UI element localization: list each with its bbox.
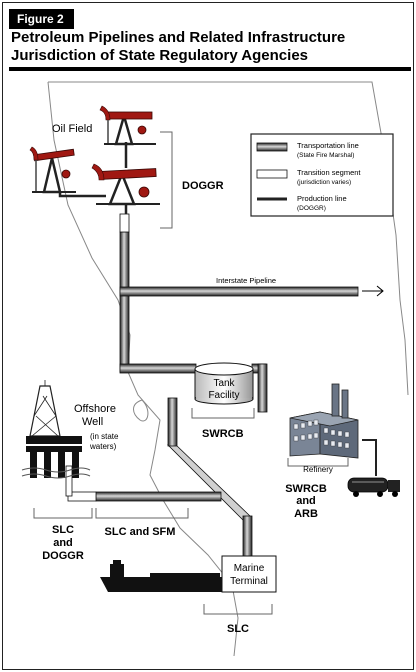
- refinery-agency-line-1: SWRCB: [285, 483, 327, 495]
- legend-transition-sub: (jurisdiction varies): [297, 179, 351, 186]
- figure-label: Figure 2: [9, 9, 74, 29]
- refinery-bracket: [287, 458, 349, 467]
- legend-transportation-swatch: [256, 142, 288, 152]
- production-lines: [58, 142, 128, 214]
- interstate-arrow: [362, 285, 384, 297]
- tank-label-line-2: Facility: [208, 390, 239, 401]
- doggr-bracket: [160, 131, 173, 229]
- pipeline-terminal-down: [242, 515, 253, 557]
- pipeline-to-tank: [119, 363, 197, 374]
- offshore-label-line-1: Offshore: [74, 403, 116, 415]
- legend-box: Transportation line (State Fire Marshal)…: [250, 133, 394, 217]
- state-boundary-line: [48, 81, 409, 396]
- tank-facility: Tank Facility: [194, 362, 254, 405]
- slc-doggr-line-2: and: [53, 537, 73, 549]
- pipeline-interstate: [119, 286, 359, 297]
- offshore-platform: [21, 380, 91, 479]
- oil-field-label: Oil Field: [52, 123, 92, 135]
- transition-offshore-vertical: [65, 465, 73, 497]
- slc-bracket: [203, 604, 273, 615]
- legend-production-sub: (DOGGR): [297, 205, 326, 212]
- pump-jack-bottom: [91, 163, 160, 206]
- marine-terminal-line-2: Terminal: [230, 576, 268, 587]
- slc-doggr-line-1: SLC: [52, 524, 74, 536]
- tank-swrcb-label: SWRCB: [202, 428, 244, 440]
- refinery-label: Refinery: [303, 465, 333, 474]
- offshore-note-line-1: (in state: [90, 432, 119, 441]
- marine-terminal-box: [221, 555, 277, 593]
- pipeline-oilfield-down: [119, 231, 130, 373]
- transition-offshore: [67, 491, 97, 502]
- refinery-building: [289, 383, 359, 459]
- pipeline-tank-down: [167, 397, 178, 447]
- legend-transportation-label: Transportation line: [297, 141, 359, 150]
- pipeline-offshore: [95, 491, 222, 502]
- tank-label-line-1: Tank: [213, 378, 235, 389]
- interstate-pipeline-label: Interstate Pipeline: [216, 276, 276, 285]
- legend-transition-label: Transition segment: [297, 168, 361, 177]
- pump-jack-top: [99, 105, 156, 146]
- offshore-label-line-2: Well: [82, 416, 103, 428]
- slc-sfm-label: SLC and SFM: [105, 526, 176, 538]
- slc-doggr-bracket: [33, 508, 93, 519]
- title-rule: [9, 67, 411, 71]
- refinery-pipe-to-tanker: [362, 439, 377, 476]
- pump-jack-left: [29, 146, 76, 194]
- offshore-note-line-2: waters): [89, 442, 117, 451]
- doggr-label: DOGGR: [182, 180, 224, 192]
- coastline: [47, 81, 239, 657]
- legend-transition-swatch: [256, 169, 288, 179]
- figure-title: Petroleum Pipelines and Related Infrastr…: [11, 29, 409, 65]
- legend-transportation-sub: (State Fire Marshal): [297, 152, 354, 159]
- tanker-ship: [100, 560, 232, 592]
- slc-doggr-line-3: DOGGR: [42, 550, 84, 562]
- refinery-agency-line-3: ARB: [294, 508, 318, 520]
- title-line-1: Petroleum Pipelines and Related Infrastr…: [11, 29, 346, 46]
- slc-label: SLC: [227, 623, 249, 635]
- bay-outline: [133, 399, 149, 422]
- marine-terminal-line-1: Marine: [234, 563, 265, 574]
- refinery-agency-line-2: and: [296, 495, 316, 507]
- pipeline-tank-to-terminal-diagonal: [167, 444, 251, 521]
- legend-production-label: Production line: [297, 194, 347, 203]
- slc-sfm-bracket: [95, 508, 189, 519]
- title-line-2: Jurisdiction of State Regulatory Agencie…: [11, 47, 309, 64]
- tanker-truck: [347, 477, 400, 497]
- swrcb-bracket: [191, 408, 255, 419]
- pipeline-refinery-drop: [257, 363, 268, 413]
- transition-oilfield: [119, 213, 130, 233]
